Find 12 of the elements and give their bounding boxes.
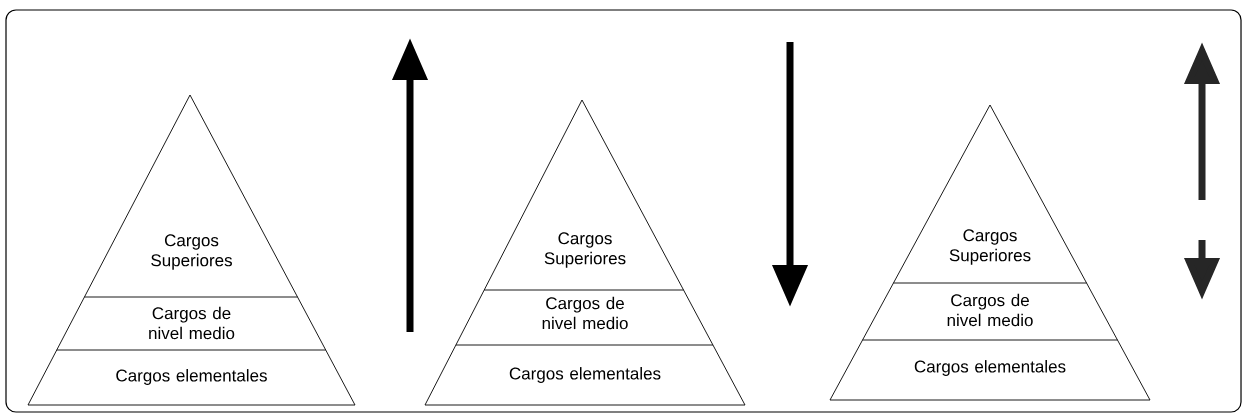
- pyramid-level: Cargos Superiores: [151, 234, 232, 270]
- pyramid-level: Cargos de nivel medio: [947, 293, 1033, 327]
- pyramid-level: Cargos elementales: [116, 369, 267, 385]
- pyramid-level: Cargos Superiores: [949, 229, 1031, 265]
- pyramid-level: Cargos de nivel medio: [149, 306, 235, 340]
- pyramid: [424, 99, 746, 406]
- pyramid: [829, 104, 1151, 401]
- pyramid: [27, 94, 356, 406]
- pyramid-level: Cargos elementales: [914, 360, 1066, 376]
- pyramid-level: Cargos de nivel medio: [542, 296, 628, 330]
- pyramid-level: Cargos Superiores: [544, 232, 626, 268]
- pyramid-level: Cargos elementales: [509, 367, 661, 383]
